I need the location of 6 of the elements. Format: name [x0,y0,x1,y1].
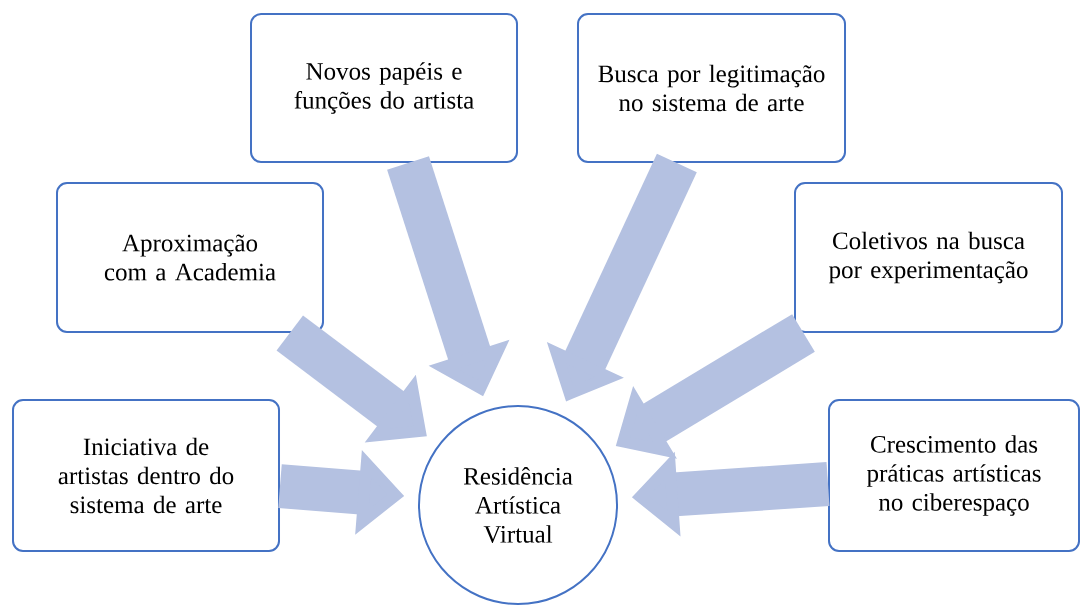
text-box: Novos papéis e funções do artista [250,13,518,163]
text-box: Iniciativa de artistas dentro do sistema de arte [12,399,280,552]
text-box: Busca por legitimação no sistema de arte [577,13,846,163]
text-box: Aproximação com a Academia [56,182,324,333]
text-box: Coletivos na busca por experimentação [794,182,1063,333]
text-box: Crescimento das práticas artísticas no ciberespaço [828,399,1080,552]
